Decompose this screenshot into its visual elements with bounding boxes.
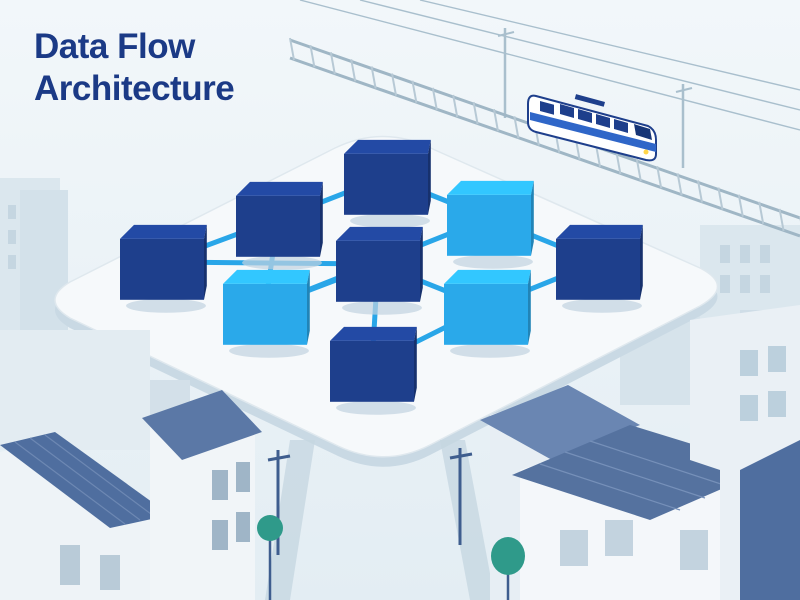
train-icon xyxy=(527,94,657,162)
title-line-2: Architecture xyxy=(34,69,235,108)
node-layer xyxy=(120,139,643,415)
node-n4 xyxy=(447,180,534,269)
building-icon xyxy=(0,305,800,600)
title-line-1: Data Flow xyxy=(34,27,195,66)
tree-icon xyxy=(257,515,525,600)
background-windows xyxy=(8,205,770,293)
node-n6 xyxy=(223,269,310,358)
node-n5 xyxy=(556,224,643,313)
node-n1 xyxy=(120,224,207,313)
node-n7 xyxy=(336,226,423,315)
node-n9 xyxy=(330,326,417,415)
node-n8 xyxy=(444,269,531,358)
power-line-icon xyxy=(299,0,800,168)
platform-supports xyxy=(265,440,495,600)
node-n3 xyxy=(344,139,431,228)
page-title: Data Flow Architecture xyxy=(34,26,235,110)
node-n2 xyxy=(236,181,323,270)
